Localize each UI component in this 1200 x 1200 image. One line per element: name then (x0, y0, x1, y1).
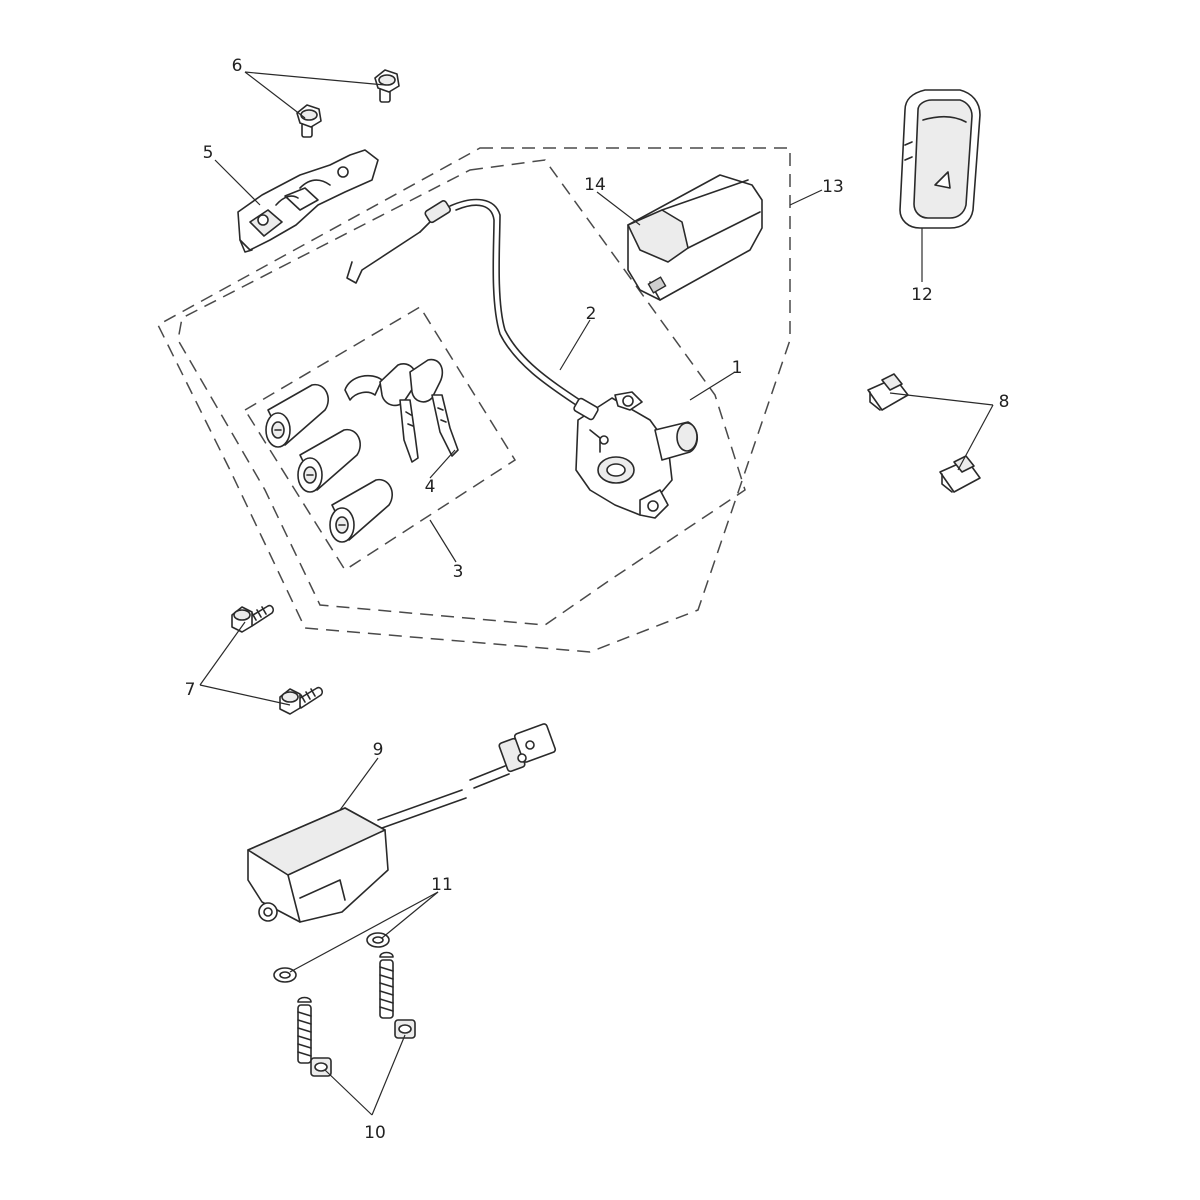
leader-lines (199, 71, 994, 1116)
callout-14: 14 (584, 175, 606, 195)
kit-outline-3 (243, 305, 517, 572)
part-10-screw-left (297, 996, 332, 1077)
part-5-latch-bracket (237, 149, 379, 253)
part-6-bolt-lower (296, 104, 322, 138)
part-8-clip-upper (867, 373, 909, 411)
part-8-clip-lower (939, 455, 981, 493)
part-14-cover (627, 174, 763, 301)
part-1-lock-assembly (573, 391, 699, 519)
kit-outline-13 (157, 147, 791, 653)
callout-11: 11 (431, 875, 453, 895)
part-9-module-harness (247, 723, 557, 923)
callout-5: 5 (203, 143, 214, 163)
callout-6: 6 (232, 56, 243, 76)
callout-13: 13 (822, 177, 844, 197)
part-6-bolt-upper (374, 69, 400, 103)
callout-labels: 1 2 3 4 5 6 7 8 9 10 11 12 13 14 (185, 56, 1010, 1143)
callout-7: 7 (185, 680, 196, 700)
part-7-bolt-upper (231, 604, 275, 633)
part-3-barrel-c (329, 478, 393, 543)
callout-1: 1 (732, 358, 743, 378)
part-7-bolt-lower (279, 686, 324, 715)
callout-9: 9 (373, 740, 384, 760)
kit-outline-1 (177, 159, 746, 626)
callout-8: 8 (999, 392, 1010, 412)
callout-2: 2 (586, 304, 597, 324)
part-2-lock-cable (346, 198, 581, 406)
part-10-screw-right (379, 951, 416, 1039)
callout-12: 12 (911, 285, 933, 305)
callout-10: 10 (364, 1123, 386, 1143)
part-3-barrel-a (265, 383, 329, 448)
callout-4: 4 (425, 477, 436, 497)
part-3-barrel-b (297, 428, 361, 493)
part-12-key-fob (899, 89, 981, 229)
part-4-keys (344, 358, 459, 463)
callout-3: 3 (453, 562, 464, 582)
